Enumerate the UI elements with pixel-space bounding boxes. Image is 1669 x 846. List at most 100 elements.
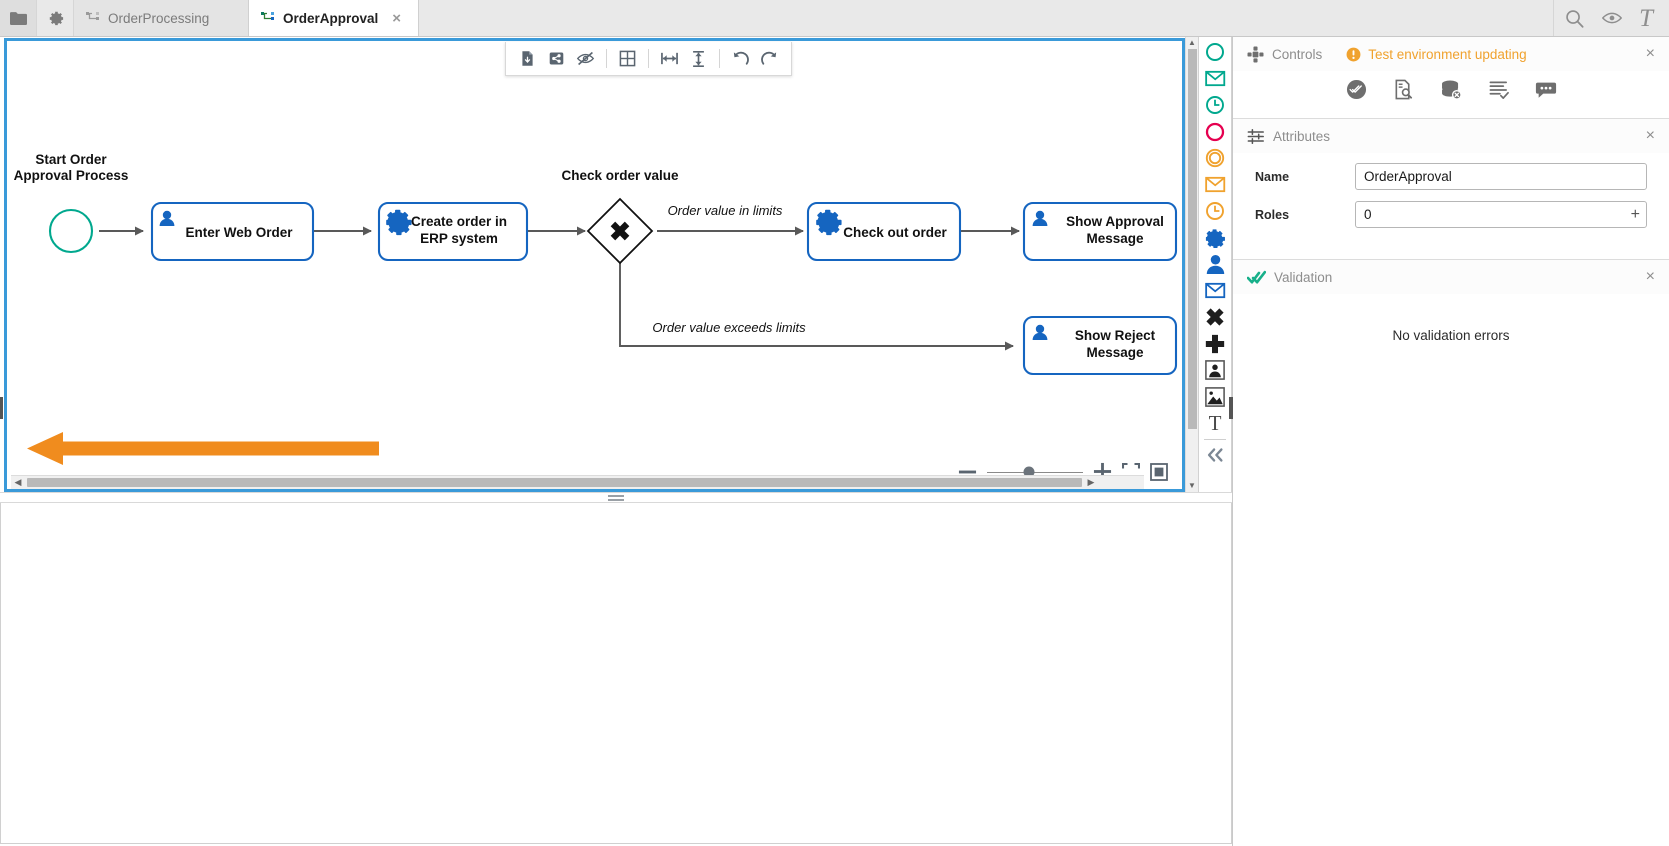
- scroll-up-arrow[interactable]: ▲: [1188, 38, 1196, 47]
- attributes-panel-close-button[interactable]: ×: [1645, 127, 1655, 144]
- tab-orderprocessing[interactable]: OrderProcessing: [74, 0, 249, 36]
- log-checklist-icon[interactable]: [1488, 79, 1509, 100]
- text-format-icon[interactable]: T: [1639, 6, 1653, 31]
- palette-service-task[interactable]: [1200, 225, 1230, 252]
- svg-text:Check out order: Check out order: [843, 225, 947, 240]
- name-field-label: Name: [1255, 169, 1290, 184]
- fit-to-screen-icon[interactable]: [1122, 462, 1140, 481]
- undo-icon[interactable]: [727, 46, 754, 72]
- actual-size-icon[interactable]: [1150, 462, 1168, 481]
- validation-panel-title: Validation: [1274, 269, 1333, 285]
- palette-intermediate-event[interactable]: [1200, 145, 1230, 172]
- attributes-panel-header: Attributes ×: [1233, 119, 1669, 153]
- folder-icon[interactable]: [0, 0, 37, 36]
- microflow-icon: [261, 11, 275, 25]
- add-role-button[interactable]: +: [1630, 205, 1640, 223]
- tab-close-button[interactable]: ×: [392, 9, 401, 27]
- roles-field-wrapper: +: [1355, 201, 1647, 228]
- toolbar-separator: [648, 49, 649, 68]
- scroll-right-arrow[interactable]: ▶: [1087, 477, 1095, 487]
- main-body: Start Order Approval Process Enter Web O…: [0, 37, 1669, 846]
- zoom-slider-thumb[interactable]: [1023, 466, 1035, 477]
- svg-text:Enter Web Order: Enter Web Order: [185, 225, 293, 240]
- diagram-canvas[interactable]: Start Order Approval Process Enter Web O…: [4, 38, 1185, 492]
- palette-send-task[interactable]: [1200, 278, 1230, 305]
- status-message: Test environment updating: [1346, 46, 1527, 62]
- palette-start-message-event[interactable]: [1200, 66, 1230, 93]
- node-show-approval-message: Show Approval Message: [1022, 201, 1178, 262]
- canvas-vscroll-thumb[interactable]: [1187, 49, 1197, 429]
- canvas-hscroll-thumb[interactable]: [27, 478, 1082, 487]
- palette-collapse-button[interactable]: [1200, 442, 1230, 469]
- svg-text:Start Order: Start Order: [35, 152, 107, 167]
- more-options-icon[interactable]: [1535, 81, 1557, 99]
- search-icon[interactable]: [1564, 8, 1585, 29]
- palette-pool[interactable]: [1200, 357, 1230, 384]
- validation-panel-close-button[interactable]: ×: [1645, 268, 1655, 285]
- attribute-row-roles: Roles +: [1255, 201, 1647, 228]
- tab-orderapproval[interactable]: OrderApproval ×: [249, 0, 419, 36]
- clear-database-icon[interactable]: [1440, 79, 1462, 100]
- controls-panel-close-button[interactable]: ×: [1645, 45, 1655, 62]
- shape-palette: T: [1198, 37, 1232, 492]
- align-horizontal-icon[interactable]: [656, 46, 683, 72]
- grid-icon[interactable]: [614, 46, 641, 72]
- zoom-slider[interactable]: [987, 465, 1083, 479]
- svg-text:Message: Message: [1086, 345, 1144, 360]
- roles-input[interactable]: [1355, 201, 1647, 228]
- tab-bar: OrderProcessing OrderApproval ×: [0, 0, 1669, 37]
- column-splitter-grip[interactable]: [1229, 397, 1233, 419]
- zoom-in-button[interactable]: [1093, 462, 1112, 481]
- export-document-icon[interactable]: [514, 46, 541, 72]
- eye-icon[interactable]: [1601, 10, 1623, 26]
- validation-panel: Validation × No validation errors: [1233, 260, 1669, 373]
- toolbar-separator: [719, 49, 720, 68]
- canvas-horizontal-scrollbar[interactable]: ◀ ▶: [11, 475, 1144, 489]
- toolbar-separator: [606, 49, 607, 68]
- canvas-vertical-scrollbar[interactable]: ▲ ▼: [1185, 37, 1198, 492]
- validation-message: No validation errors: [1392, 328, 1510, 343]
- palette-intermediate-message-event[interactable]: [1200, 172, 1230, 199]
- left-edge-splitter-grip[interactable]: [0, 397, 3, 419]
- name-input[interactable]: [1355, 163, 1647, 190]
- right-panel-column: Controls Test environment updating ×: [1232, 37, 1669, 846]
- node-check-order-value: Check order value: [561, 168, 679, 265]
- palette-start-event[interactable]: [1200, 39, 1230, 66]
- gear-icon[interactable]: [37, 0, 74, 36]
- validate-icon[interactable]: [1346, 79, 1367, 100]
- splitter-grip: [608, 494, 624, 501]
- node-show-reject-message: Show Reject Message: [1022, 315, 1178, 376]
- scroll-left-arrow[interactable]: ◀: [14, 477, 22, 487]
- zoom-out-button[interactable]: [958, 468, 977, 476]
- palette-image[interactable]: [1200, 384, 1230, 411]
- palette-intermediate-timer-event[interactable]: [1200, 198, 1230, 225]
- palette-parallel-gateway[interactable]: [1200, 331, 1230, 358]
- palette-start-timer-event[interactable]: [1200, 92, 1230, 119]
- node-check-out-order: Check out order: [806, 201, 962, 262]
- palette-end-event[interactable]: [1200, 119, 1230, 146]
- status-message-text: Test environment updating: [1368, 46, 1527, 62]
- share-icon[interactable]: [543, 46, 570, 72]
- scroll-down-arrow[interactable]: ▼: [1188, 481, 1196, 490]
- diagram-surface[interactable]: Start Order Approval Process Enter Web O…: [7, 41, 1182, 489]
- redo-icon[interactable]: [756, 46, 783, 72]
- inspect-document-icon[interactable]: [1393, 79, 1414, 100]
- svg-text:Approval Process: Approval Process: [14, 168, 129, 183]
- attribute-row-name: Name: [1255, 163, 1647, 190]
- pane-splitter[interactable]: [0, 492, 1232, 503]
- controls-icon: [1247, 46, 1264, 63]
- palette-exclusive-gateway[interactable]: [1200, 304, 1230, 331]
- double-check-icon: [1247, 269, 1266, 286]
- align-vertical-icon[interactable]: [685, 46, 712, 72]
- palette-text-glyph: T: [1208, 410, 1222, 435]
- warning-icon: [1346, 47, 1361, 62]
- palette-text-annotation[interactable]: T: [1200, 410, 1230, 437]
- bpmn-diagram: Start Order Approval Process Enter Web O…: [14, 152, 1178, 376]
- node-enter-web-order: Enter Web Order: [150, 201, 315, 262]
- editor-column: Start Order Approval Process Enter Web O…: [0, 37, 1232, 846]
- svg-text:Show Approval: Show Approval: [1066, 214, 1164, 229]
- palette-user-task[interactable]: [1200, 251, 1230, 278]
- lower-pane[interactable]: [0, 503, 1232, 844]
- hide-preview-icon[interactable]: [572, 46, 599, 72]
